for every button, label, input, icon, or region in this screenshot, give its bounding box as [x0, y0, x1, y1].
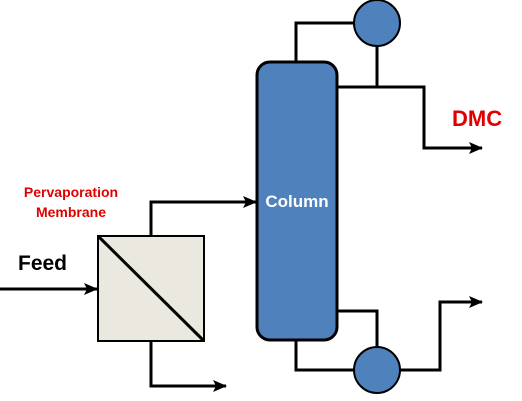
- dmc-product-label: DMC: [452, 106, 502, 131]
- circle-pump-icon: [353, 346, 401, 394]
- distillation-column: [255, 60, 339, 342]
- membrane-square-icon: [96, 234, 206, 343]
- feed-label: Feed: [18, 252, 67, 275]
- column-label: Column: [265, 192, 328, 211]
- distillate-product-pipe: [377, 85, 483, 154]
- bottoms-side-pipe: [338, 309, 379, 347]
- membrane-label-line1: Pervaporation: [24, 184, 118, 200]
- membrane-label-line2: Membrane: [36, 204, 106, 220]
- circle-pump-icon: [353, 0, 401, 47]
- overhead-vapor-pipe: [294, 21, 354, 62]
- membrane-to-column-pipe: [149, 196, 257, 236]
- bottoms-product-pipe: [400, 296, 483, 372]
- bottoms-base-pipe: [294, 340, 354, 372]
- reflux-return-pipe: [338, 46, 379, 89]
- retentate-outlet-pipe: [149, 341, 227, 392]
